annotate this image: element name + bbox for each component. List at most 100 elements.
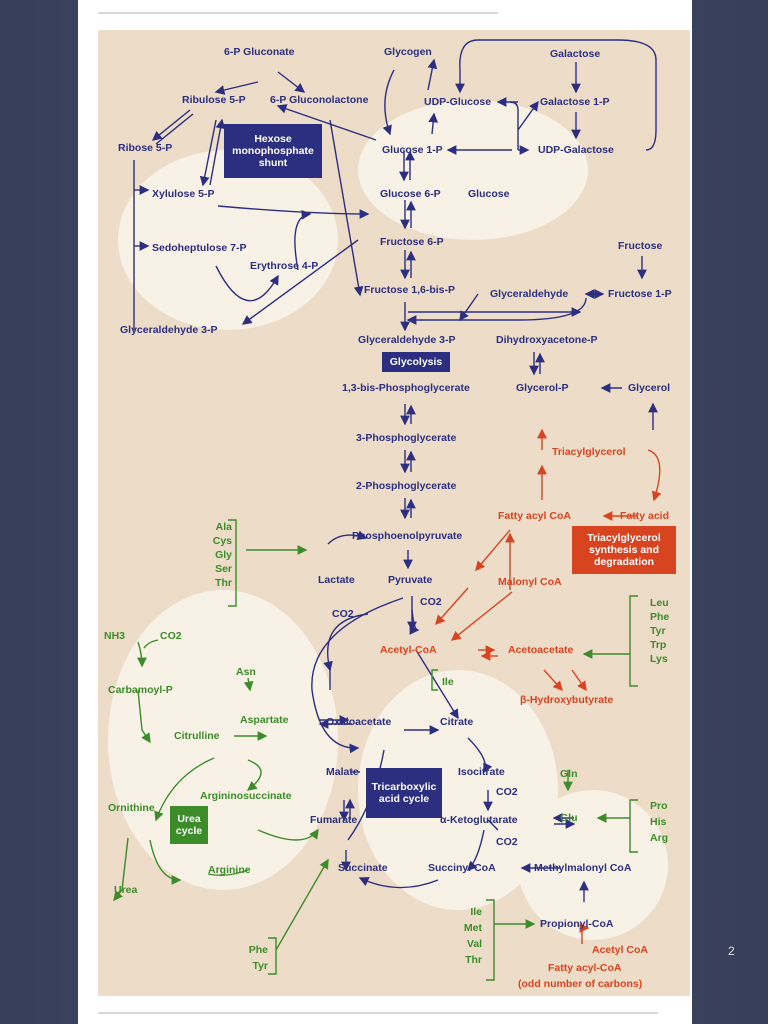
amino-ser: Ser xyxy=(215,563,232,575)
node-galactose: Galactose xyxy=(550,48,601,60)
node-methylmalonyl-coa: Methylmalonyl CoA xyxy=(534,862,632,874)
node-beta-hydroxybutyrate: β-Hydroxybutyrate xyxy=(520,694,614,706)
node-fatty-acyl-coa: Fatty acyl CoA xyxy=(498,510,571,522)
amino-thr: Thr xyxy=(215,577,232,589)
amino-ile-ketogenic: Ile xyxy=(442,676,454,688)
node-isocitrate: Isocitrate xyxy=(458,766,505,778)
node-ribulose-5p: Ribulose 5-P xyxy=(182,94,246,106)
amino-group-fumarate: Phe Tyr xyxy=(244,942,268,974)
faded-background-text xyxy=(78,0,692,1024)
amino-group-glutamate: Pro His Arg xyxy=(650,798,668,846)
node-acetyl-coa: Acetyl-CoA xyxy=(380,644,437,656)
node-glycerol-p: Glycerol-P xyxy=(516,382,569,394)
amino-val: Val xyxy=(466,938,482,950)
node-odd-number-carbons: (odd number of carbons) xyxy=(518,978,643,990)
amino-cys: Cys xyxy=(212,535,232,547)
amino-ala: Ala xyxy=(215,521,232,533)
amino-ile: Ile xyxy=(470,906,482,918)
node-phosphoenolpyruvate: Phosphoenolpyruvate xyxy=(352,530,463,542)
node-co2-isocitrate: CO2 xyxy=(496,786,518,798)
node-erythrose-4p: Erythrose 4-P xyxy=(250,260,319,272)
node-glyceraldehyde-3p: Glyceraldehyde 3-P xyxy=(358,334,456,346)
node-glycerol: Glycerol xyxy=(628,382,671,394)
node-citrulline: Citrulline xyxy=(174,730,220,742)
node-arginine: Arginine xyxy=(208,864,251,876)
node-6p-gluconate: 6-P Gluconate xyxy=(224,46,295,58)
amino-phe-2: Phe xyxy=(248,944,268,956)
node-alpha-ketoglutarate: α-Ketoglutarate xyxy=(440,814,518,826)
node-co2-oxaloacetate: CO2 xyxy=(332,608,354,620)
node-2-phosphoglycerate: 2-Phosphoglycerate xyxy=(356,480,457,492)
node-fatty-acid: Fatty acid xyxy=(620,510,670,522)
amino-tyr-2: Tyr xyxy=(252,960,268,972)
amino-his: His xyxy=(650,816,667,828)
node-fatty-acyl-coa-odd: Fatty acyl-CoA xyxy=(548,962,622,974)
node-glu: Glu xyxy=(560,812,578,824)
node-co2-pyruvate: CO2 xyxy=(420,596,442,608)
node-fumarate: Fumarate xyxy=(310,814,358,826)
hexose-monophosphate-shunt-box: Hexose monophosphate shunt xyxy=(224,124,322,178)
amino-pro: Pro xyxy=(650,800,668,812)
node-malonyl-coa: Malonyl CoA xyxy=(498,576,562,588)
amino-gly: Gly xyxy=(215,549,232,561)
amino-trp: Trp xyxy=(650,639,667,651)
pathway-arrows xyxy=(113,39,662,981)
node-glycogen: Glycogen xyxy=(384,46,432,58)
node-udp-glucose: UDP-Glucose xyxy=(424,96,492,108)
glycolysis-box: Glycolysis xyxy=(382,352,450,372)
node-aspartate: Aspartate xyxy=(240,714,289,726)
node-fructose-1p: Fructose 1-P xyxy=(608,288,672,300)
node-propionyl-coa: Propionyl-CoA xyxy=(540,918,614,930)
node-citrate: Citrate xyxy=(440,716,474,728)
amino-thr-2: Thr xyxy=(465,954,482,966)
node-6p-gluconolactone: 6-P Gluconolactone xyxy=(270,94,369,106)
node-ribose-5p: Ribose 5-P xyxy=(118,142,173,154)
node-triacylglycerol: Triacylglycerol xyxy=(552,446,626,458)
node-glucose-6p: Glucose 6-P xyxy=(380,188,441,200)
node-xylulose-5p: Xylulose 5-P xyxy=(152,188,215,200)
amino-group-propionyl: Ile Met Val Thr xyxy=(456,904,482,968)
amino-phe: Phe xyxy=(650,611,670,623)
node-lactate: Lactate xyxy=(318,574,355,586)
page-number: 2 xyxy=(728,944,735,958)
node-dihydroxyacetone-p: Dihydroxyacetone-P xyxy=(496,334,598,346)
node-sedoheptulose-7p: Sedoheptulose 7-P xyxy=(152,242,247,254)
node-oxaloacetate: Oxaloacetate xyxy=(326,716,392,728)
tca-cycle-box: Tricarboxylic acid cycle xyxy=(366,768,442,818)
triacylglycerol-synthesis-box: Triacylglycerol synthesis and degradatio… xyxy=(572,526,676,574)
node-acetoacetate: Acetoacetate xyxy=(508,644,574,656)
node-acetyl-coa-propionyl: Acetyl CoA xyxy=(592,944,649,956)
node-co2-urea: CO2 xyxy=(160,630,182,642)
node-succinyl-coa: Succinyl CoA xyxy=(428,862,496,874)
metabolic-pathway-figure: 6-P Gluconate Ribulose 5-P 6-P Gluconola… xyxy=(98,30,690,996)
amino-group-glycolytic: Ala Cys Gly Ser Thr xyxy=(206,520,232,590)
amino-tyr: Tyr xyxy=(650,625,666,637)
node-carbamoyl-p: Carbamoyl-P xyxy=(108,684,173,696)
node-ornithine: Ornithine xyxy=(108,802,155,814)
node-malate: Malate xyxy=(326,766,359,778)
amino-arg: Arg xyxy=(650,832,669,844)
node-glucose-1p: Glucose 1-P xyxy=(382,144,443,156)
node-13-bisphosphoglycerate: 1,3-bis-Phosphoglycerate xyxy=(342,382,470,394)
node-galactose-1p: Galactose 1-P xyxy=(540,96,610,108)
amino-group-ketogenic: Leu Phe Tyr Trp Lys xyxy=(650,596,669,666)
highlight-patch xyxy=(118,150,338,330)
node-glucose: Glucose xyxy=(468,188,510,200)
node-asn: Asn xyxy=(236,666,256,678)
node-nh3: NH3 xyxy=(104,630,126,642)
node-3-phosphoglycerate: 3-Phosphoglycerate xyxy=(356,432,457,444)
node-argininosuccinate: Argininosuccinate xyxy=(200,790,292,802)
node-succinate: Succinate xyxy=(338,862,388,874)
urea-cycle-box: Urea cycle xyxy=(170,806,208,844)
amino-met: Met xyxy=(463,922,482,934)
node-gln: Gln xyxy=(560,768,578,780)
node-fructose-6p: Fructose 6-P xyxy=(380,236,444,248)
node-co2-ketoglutarate: CO2 xyxy=(496,836,518,848)
highlight-patch xyxy=(518,790,668,940)
node-glyceraldehyde: Glyceraldehyde xyxy=(490,288,569,300)
node-fructose: Fructose xyxy=(618,240,663,252)
node-glyceraldehyde-3p-shunt: Glyceraldehyde 3-P xyxy=(120,324,218,336)
node-udp-galactose: UDP-Galactose xyxy=(538,144,614,156)
node-pyruvate: Pyruvate xyxy=(388,574,433,586)
amino-lys: Lys xyxy=(650,653,668,665)
